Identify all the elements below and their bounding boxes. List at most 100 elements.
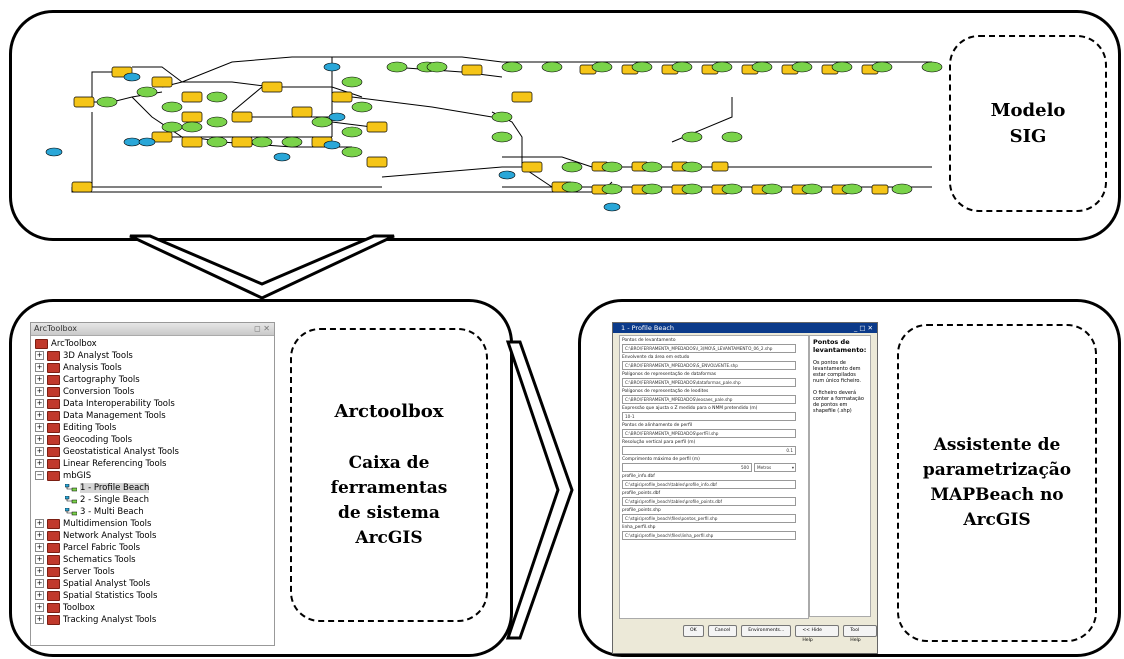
expand-icon[interactable]: + bbox=[35, 579, 44, 588]
field-input[interactable]: C:\stgis\profile_beach\tables\profile_in… bbox=[622, 480, 796, 489]
field-input[interactable]: C:\BRO\FERRAMENTA_MPEDADOS\S_ENVOLVENTE.… bbox=[622, 361, 796, 370]
field-label: Resolução vertical para perfil (m) bbox=[622, 440, 696, 445]
field-input[interactable]: C:\BRO\FERRAMENTA_MPEDADOS\I_3(MO\S_LEVA… bbox=[622, 344, 796, 353]
model-icon bbox=[64, 495, 78, 504]
unit-select[interactable]: Metros▾ bbox=[754, 463, 796, 472]
field-label: Envolvente da área em estudo bbox=[622, 355, 690, 360]
arctoolbox-title-bar: ArcToolbox ◻ ✕ bbox=[31, 323, 274, 336]
model-icon bbox=[64, 483, 78, 492]
field-label: linha_perfil.shp bbox=[622, 525, 656, 530]
field-input[interactable]: C:\BRO\FERRAMENTA_MPEDADOS\leosaes_pale.… bbox=[622, 395, 796, 404]
toolbox-icon bbox=[47, 422, 60, 433]
expand-icon[interactable]: + bbox=[35, 459, 44, 468]
expand-icon[interactable]: + bbox=[35, 519, 44, 528]
environments-button[interactable]: Environments... bbox=[741, 625, 792, 637]
field-input[interactable]: 0.1 bbox=[622, 446, 796, 455]
arctoolbox-window: ArcToolbox ◻ ✕ ArcToolbox +3D Analyst To… bbox=[30, 322, 275, 646]
expand-icon[interactable]: + bbox=[35, 375, 44, 384]
expand-icon[interactable]: + bbox=[35, 363, 44, 372]
toolbox-icon bbox=[47, 434, 60, 445]
model-diagram bbox=[45, 56, 943, 212]
toolbox-root[interactable]: ArcToolbox bbox=[35, 338, 274, 350]
field-label: Comprimento máximo de perfil (m) bbox=[622, 457, 700, 462]
toolbox-icon bbox=[47, 398, 60, 409]
toolbox-item[interactable]: +Multidimension Tools bbox=[35, 518, 152, 529]
toolbox-item[interactable]: +Schematics Tools bbox=[35, 554, 136, 565]
help-title: Pontos de levantamento: bbox=[813, 338, 867, 354]
expand-icon[interactable]: + bbox=[35, 591, 44, 600]
field-input[interactable]: C:\stgis\profile_beach\files\pontos_perf… bbox=[622, 514, 796, 523]
toolbox-icon bbox=[47, 446, 60, 457]
parameter-form: Pontos de levantamento C:\BRO\FERRAMENTA… bbox=[619, 335, 809, 619]
help-text-1: Os pontos de levantamento dem estar comp… bbox=[813, 360, 861, 384]
expand-icon[interactable]: + bbox=[35, 531, 44, 540]
field-label: Polígonos de representação de leodites bbox=[622, 389, 709, 394]
ok-button[interactable]: OK bbox=[683, 625, 704, 637]
expand-icon[interactable]: + bbox=[35, 567, 44, 576]
wizard-label-line2: parametrização bbox=[922, 460, 1072, 480]
right-arrow bbox=[505, 340, 574, 640]
expand-icon[interactable]: + bbox=[35, 447, 44, 456]
field-label: Expressão que ajusta o Z medido para o N… bbox=[622, 406, 758, 411]
field-input[interactable]: 500 bbox=[622, 463, 752, 472]
expand-icon[interactable]: + bbox=[35, 351, 44, 360]
toolbox-item[interactable]: +Cartography Tools bbox=[35, 374, 140, 385]
expand-icon[interactable]: + bbox=[35, 387, 44, 396]
hide-help-button[interactable]: << Hide Help bbox=[795, 625, 840, 643]
toolbox-item[interactable]: +Spatial Statistics Tools bbox=[35, 590, 158, 601]
model-item[interactable]: 2 - Single Beach bbox=[35, 494, 274, 506]
toolbox-desc-line1: Caixa de bbox=[348, 453, 430, 473]
model-item[interactable]: 1 - Profile Beach bbox=[35, 482, 274, 494]
model-item[interactable]: 3 - Multi Beach bbox=[35, 506, 274, 518]
dialog-buttons: OK Cancel Environments... << Hide Help T… bbox=[683, 625, 877, 643]
expand-icon[interactable]: + bbox=[35, 615, 44, 624]
expand-icon[interactable]: + bbox=[35, 435, 44, 444]
field-label: profile_points.dbf bbox=[622, 491, 661, 496]
toolbox-icon bbox=[47, 566, 60, 577]
toolbox-item[interactable]: +Tracking Analyst Tools bbox=[35, 614, 157, 625]
toolbox-desc-line3: de sistema bbox=[338, 503, 440, 523]
tool-help-button[interactable]: Tool Help bbox=[843, 625, 877, 643]
cancel-button[interactable]: Cancel bbox=[707, 625, 738, 637]
toolbox-item[interactable]: +Server Tools bbox=[35, 566, 115, 577]
toolbox-item[interactable]: +Parcel Fabric Tools bbox=[35, 542, 141, 553]
window-controls-icon[interactable]: _ □ ✕ bbox=[854, 324, 873, 332]
field-label: Pontos de levantamento bbox=[622, 338, 676, 343]
toolbox-item-mbgis[interactable]: −mbGIS bbox=[35, 470, 92, 481]
expand-icon[interactable]: + bbox=[35, 543, 44, 552]
field-input[interactable]: C:\stgis\profile_beach\tables\profile_po… bbox=[622, 497, 796, 506]
toolbox-item[interactable]: +3D Analyst Tools bbox=[35, 350, 133, 361]
toolbox-item[interactable]: +Toolbox bbox=[35, 602, 95, 613]
toolbox-icon bbox=[47, 518, 60, 529]
down-arrow bbox=[129, 234, 395, 300]
toolbox-item[interactable]: +Spatial Analyst Tools bbox=[35, 578, 151, 589]
expand-icon[interactable]: + bbox=[35, 603, 44, 612]
toolbox-item[interactable]: +Network Analyst Tools bbox=[35, 530, 157, 541]
toolbox-item[interactable]: +Geostatistical Analyst Tools bbox=[35, 446, 179, 457]
expand-icon[interactable]: + bbox=[35, 555, 44, 564]
toolbox-icon bbox=[35, 338, 48, 349]
toolbox-item[interactable]: +Data Management Tools bbox=[35, 410, 166, 421]
toolbox-item[interactable]: +Editing Tools bbox=[35, 422, 117, 433]
toolbox-icon bbox=[47, 470, 60, 481]
toolbox-item[interactable]: +Data Interoperability Tools bbox=[35, 398, 175, 409]
toolbox-item[interactable]: +Analysis Tools bbox=[35, 362, 122, 373]
toolbox-item[interactable]: +Conversion Tools bbox=[35, 386, 135, 397]
toolbox-item[interactable]: +Linear Referencing Tools bbox=[35, 458, 167, 469]
expand-icon[interactable]: + bbox=[35, 411, 44, 420]
toolbox-item[interactable]: +Geocoding Tools bbox=[35, 434, 133, 445]
model-icon bbox=[64, 507, 78, 516]
arctoolbox-title: ArcToolbox bbox=[34, 324, 77, 333]
toolbox-icon bbox=[47, 554, 60, 565]
expand-icon[interactable]: + bbox=[35, 399, 44, 408]
field-input[interactable]: 10-1 bbox=[622, 412, 796, 421]
close-icon[interactable]: ◻ ✕ bbox=[254, 324, 270, 333]
field-input[interactable]: C:\stgis\profile_beach\files\linha_perfi… bbox=[622, 531, 796, 540]
field-input[interactable]: C:\BRO\FERRAMENTA_MPEDADOS\dataformas_pa… bbox=[622, 378, 796, 387]
collapse-icon[interactable]: − bbox=[35, 471, 44, 480]
expand-icon[interactable]: + bbox=[35, 423, 44, 432]
toolbox-icon bbox=[47, 350, 60, 361]
field-label: profile_points.shp bbox=[622, 508, 661, 513]
toolbox-icon bbox=[47, 386, 60, 397]
field-input[interactable]: C:\BRO\FERRAMENTA_MPEDADOS\perfFil.shp bbox=[622, 429, 796, 438]
